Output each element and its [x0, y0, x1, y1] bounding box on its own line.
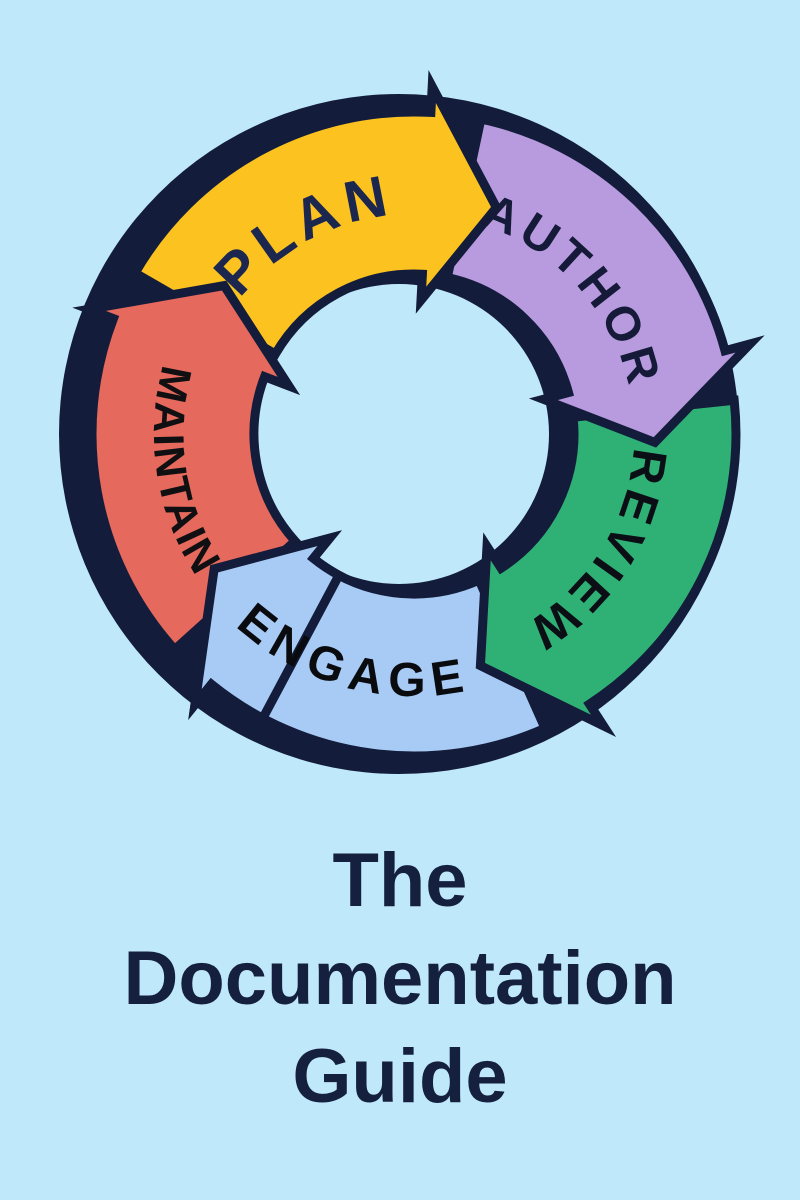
page-title: The Documentation Guide	[0, 832, 800, 1126]
title-line-2: Documentation	[123, 936, 677, 1021]
title-line-3: Guide	[292, 1034, 508, 1119]
title-line-1: The	[332, 838, 468, 923]
cycle-arrow-author	[441, 113, 765, 448]
cycle-arrow-review	[475, 395, 741, 738]
cycle-arrow-engage-head	[188, 530, 345, 725]
